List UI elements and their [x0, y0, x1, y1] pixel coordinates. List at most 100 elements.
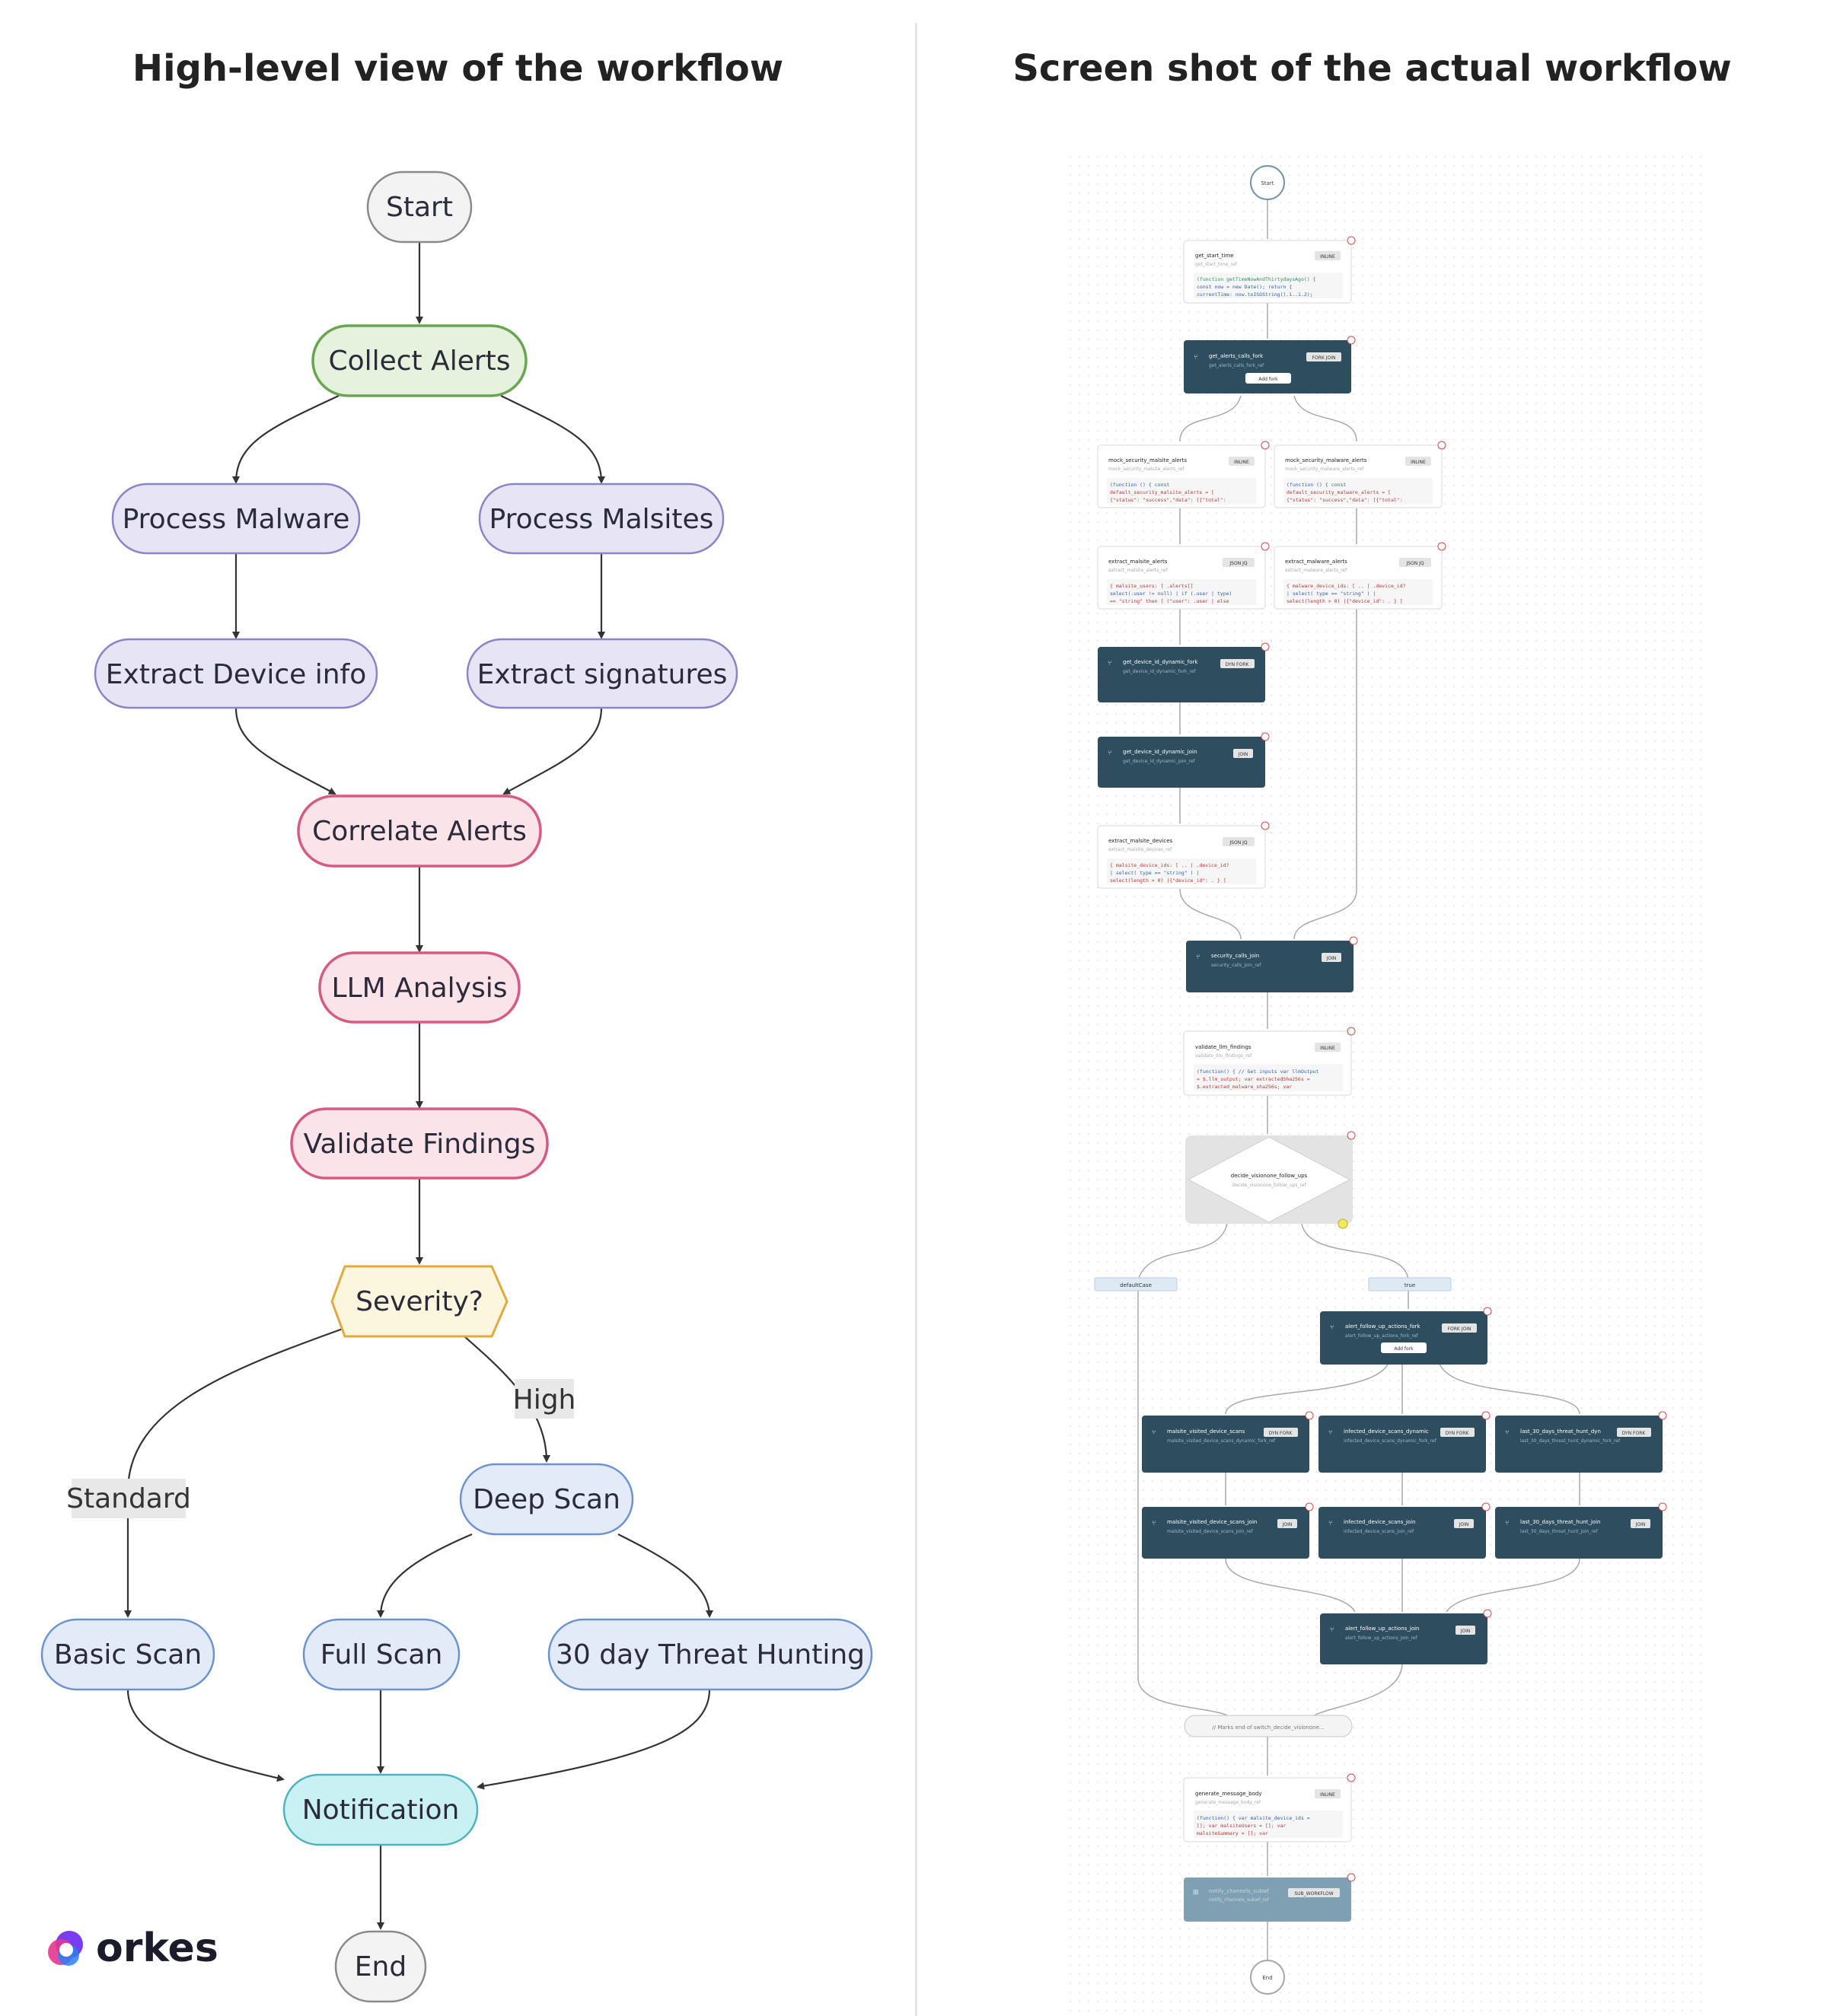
svg-text:⑂: ⑂ — [1152, 1520, 1156, 1527]
svg-text:Add fork: Add fork — [1394, 1346, 1414, 1352]
node-process-malsites: Process Malsites — [478, 483, 725, 555]
workflow-task-notify-sub-workflow[interactable]: ⊞ notify_channels_subwf notify_channels_… — [1184, 1873, 1356, 1922]
svg-text:JOIN: JOIN — [1238, 752, 1248, 757]
workflow-switch-decide-visionone-follow-ups[interactable]: decide_visionone_follow_ups decide_visio… — [1185, 1131, 1356, 1229]
workflow-task-extract-malware-alerts[interactable]: extract_malware_alerts extract_malware_a… — [1274, 542, 1446, 610]
svg-text:infected_device_scans_join: infected_device_scans_join — [1344, 1519, 1415, 1525]
workflow-task-extract-malsite-devices[interactable]: extract_malsite_devices extract_malsite_… — [1097, 821, 1270, 889]
workflow-task-generate-message-body[interactable]: generate_message_body generate_message_b… — [1183, 1773, 1356, 1842]
workflow-canvas: Start get_start_time get_start_time_ref … — [1062, 156, 1701, 2016]
svg-text:decide_visionone_follow_ups_re: decide_visionone_follow_ups_ref — [1232, 1183, 1306, 1188]
edge-severity-basic — [124, 1326, 346, 1618]
svg-text:⑂: ⑂ — [1328, 1520, 1332, 1527]
svg-text:extract_malsite_alerts: extract_malsite_alerts — [1108, 559, 1168, 565]
workflow-task-get-device-id-dynamic-join[interactable]: ⑂ get_device_id_dynamic_join get_device_… — [1098, 732, 1270, 788]
svg-text:last_30_days_threat_hunt_join_: last_30_days_threat_hunt_join_ref — [1520, 1529, 1598, 1534]
svg-text:⑂: ⑂ — [1505, 1520, 1509, 1527]
workflow-task-last-30-days-threat-hunt-dyn[interactable]: ⑂ last_30_days_threat_hunt_dyn last_30_d… — [1495, 1411, 1667, 1473]
svg-text:JSON JQ: JSON JQ — [1229, 840, 1247, 846]
edge-threat-notification — [477, 1689, 711, 1790]
svg-text:JSON JQ: JSON JQ — [1229, 561, 1247, 566]
node-extract-signatures: Extract signatures — [466, 638, 738, 709]
workflow-task-malsite-visited-device-scans-join[interactable]: ⑂ malsite_visited_device_scans_join mals… — [1142, 1502, 1314, 1559]
svg-text:security_calls_join: security_calls_join — [1211, 953, 1259, 959]
orkes-logo-text: orkes — [96, 1925, 218, 1971]
node-start: Start — [366, 170, 473, 244]
workflow-task-alert-follow-up-actions-join[interactable]: ⑂ alert_follow_up_actions_join alert_fol… — [1320, 1609, 1492, 1664]
svg-text:[]; var malsiteUsers = []; var: []; var malsiteUsers = []; var — [1197, 1823, 1286, 1829]
svg-text:// Marks end of switch_decide_: // Marks end of switch_decide_visionone.… — [1212, 1725, 1324, 1731]
svg-text:get_device_id_dynamic_join: get_device_id_dynamic_join — [1123, 749, 1197, 755]
svg-text:{ malsite_users: [ .alerts[]: { malsite_users: [ .alerts[] — [1110, 583, 1194, 589]
workflow-task-malsite-visited-device-scans[interactable]: ⑂ malsite_visited_device_scans malsite_v… — [1142, 1411, 1314, 1473]
workflow-task-alert-follow-up-actions-fork[interactable]: ⑂ alert_follow_up_actions_fork alert_fol… — [1320, 1307, 1492, 1365]
svg-text:Basic Scan: Basic Scan — [54, 1639, 202, 1670]
svg-text:Extract Device info: Extract Device info — [106, 659, 366, 690]
svg-text:notify_channels_subwf: notify_channels_subwf — [1209, 1888, 1269, 1894]
workflow-case-label-true: true — [1368, 1277, 1452, 1291]
edge-basic-notification — [126, 1689, 285, 1782]
svg-text:DYN FORK: DYN FORK — [1446, 1431, 1470, 1436]
flowchart: Start Collect Alerts Process Malware Pro… — [40, 170, 873, 2003]
left-panel-title: High-level view of the workflow — [132, 47, 784, 90]
workflow-task-security-calls-join[interactable]: ⑂ security_calls_join security_calls_joi… — [1186, 936, 1358, 992]
svg-text:Start: Start — [386, 192, 453, 223]
workflow-task-get-alerts-calls-fork[interactable]: ⑂ get_alerts_calls_fork get_alerts_calls… — [1184, 336, 1356, 393]
workflow-task-mock-security-malsite-alerts[interactable]: mock_security_malsite_alerts mock_securi… — [1097, 441, 1270, 508]
svg-text:JOIN: JOIN — [1326, 956, 1337, 961]
edge-label-high: High — [513, 1379, 576, 1419]
workflow-start-node[interactable]: Start — [1250, 165, 1285, 200]
svg-text:FORK JOIN: FORK JOIN — [1312, 355, 1336, 361]
workflow-task-last-30-days-threat-hunt-join[interactable]: ⑂ last_30_days_threat_hunt_join last_30_… — [1495, 1502, 1667, 1559]
svg-text:true: true — [1405, 1282, 1415, 1288]
node-basic-scan: Basic Scan — [40, 1618, 215, 1691]
svg-text:Severity?: Severity? — [356, 1286, 483, 1317]
svg-text:alert_follow_up_actions_fork_r: alert_follow_up_actions_fork_ref — [1345, 1333, 1419, 1339]
svg-text:mock_security_malware_alerts_r: mock_security_malware_alerts_ref — [1285, 467, 1364, 472]
svg-text:= $.llm_output; var extractedS: = $.llm_output; var extractedSha256s = — [1197, 1076, 1310, 1082]
workflow-task-extract-malsite-alerts[interactable]: extract_malsite_alerts extract_malsite_a… — [1097, 542, 1270, 610]
svg-text:extract_malsite_alerts_ref: extract_malsite_alerts_ref — [1108, 568, 1168, 573]
workflow-task-get-device-id-dynamic-fork[interactable]: ⑂ get_device_id_dynamic_fork get_device_… — [1098, 642, 1270, 702]
svg-text:currentTime: now.toISOString(): currentTime: now.toISOString().1..1.2); — [1197, 291, 1313, 298]
svg-text:| select( type == "string" ) |: | select( type == "string" ) | — [1287, 591, 1376, 597]
svg-text:infected_device_scans_dynamic_: infected_device_scans_dynamic_fork_ref — [1344, 1438, 1437, 1444]
svg-text:notify_channels_subwf_ref: notify_channels_subwf_ref — [1209, 1897, 1270, 1903]
svg-text:mock_security_malware_alerts: mock_security_malware_alerts — [1285, 457, 1367, 463]
workflow-task-infected-device-scans-join[interactable]: ⑂ infected_device_scans_join infected_de… — [1318, 1502, 1491, 1559]
node-severity-decision: Severity? — [330, 1265, 509, 1338]
svg-text:⑂: ⑂ — [1330, 1324, 1334, 1332]
workflow-task-infected-device-scans-dynamic[interactable]: ⑂ infected_device_scans_dynamic infected… — [1318, 1411, 1491, 1473]
workflow-end-node[interactable]: End — [1250, 1960, 1285, 1995]
svg-text:SUB_WORKFLOW: SUB_WORKFLOW — [1294, 1891, 1333, 1897]
svg-text:DYN FORK: DYN FORK — [1226, 662, 1250, 667]
node-full-scan: Full Scan — [302, 1618, 461, 1691]
svg-text:Start: Start — [1261, 180, 1274, 186]
svg-text:⑂: ⑂ — [1196, 954, 1200, 961]
workflow-task-get-start-time[interactable]: get_start_time get_start_time_ref INLINE… — [1183, 236, 1356, 304]
svg-text:FORK JOIN: FORK JOIN — [1448, 1326, 1471, 1332]
svg-text:End: End — [355, 1951, 407, 1983]
edge-signatures-correlate — [502, 707, 603, 795]
svg-text:malsite_visited_device_scans_d: malsite_visited_device_scans_dynamic_for… — [1167, 1438, 1276, 1444]
svg-text:JOIN: JOIN — [1459, 1522, 1469, 1527]
svg-text:get_device_id_dynamic_join_ref: get_device_id_dynamic_join_ref — [1123, 759, 1196, 764]
svg-text:Collect Alerts: Collect Alerts — [328, 346, 510, 377]
svg-text:extract_malsite_devices_ref: extract_malsite_devices_ref — [1108, 847, 1172, 852]
svg-text:INLINE: INLINE — [1320, 254, 1335, 260]
workflow-task-mock-security-malware-alerts[interactable]: mock_security_malware_alerts mock_securi… — [1274, 441, 1446, 508]
svg-text:malsite_visited_device_scans_j: malsite_visited_device_scans_join_ref — [1167, 1529, 1253, 1534]
svg-text:⑂: ⑂ — [1152, 1429, 1156, 1437]
edge-collect-malsites — [500, 395, 605, 484]
svg-text:last_30_days_threat_hunt_dynam: last_30_days_threat_hunt_dynamic_fork_re… — [1520, 1438, 1621, 1444]
edge-deep-threat — [617, 1533, 713, 1618]
svg-text:get_start_time: get_start_time — [1195, 253, 1234, 259]
svg-text:{ malsite_device_ids: [ .. | .: { malsite_device_ids: [ .. | .device_id? — [1110, 862, 1229, 868]
node-process-malware: Process Malware — [111, 483, 361, 555]
node-deep-scan: Deep Scan — [459, 1463, 634, 1536]
workflow-task-validate-llm-findings[interactable]: validate_llm_findings validate_llm_findi… — [1183, 1027, 1356, 1096]
svg-text:Standard: Standard — [66, 1483, 191, 1514]
svg-text:⑂: ⑂ — [1194, 354, 1197, 361]
svg-text:const now = new Date(); return: const now = new Date(); return { — [1197, 284, 1292, 290]
svg-text:last_30_days_threat_hunt_dyn: last_30_days_threat_hunt_dyn — [1520, 1428, 1601, 1435]
